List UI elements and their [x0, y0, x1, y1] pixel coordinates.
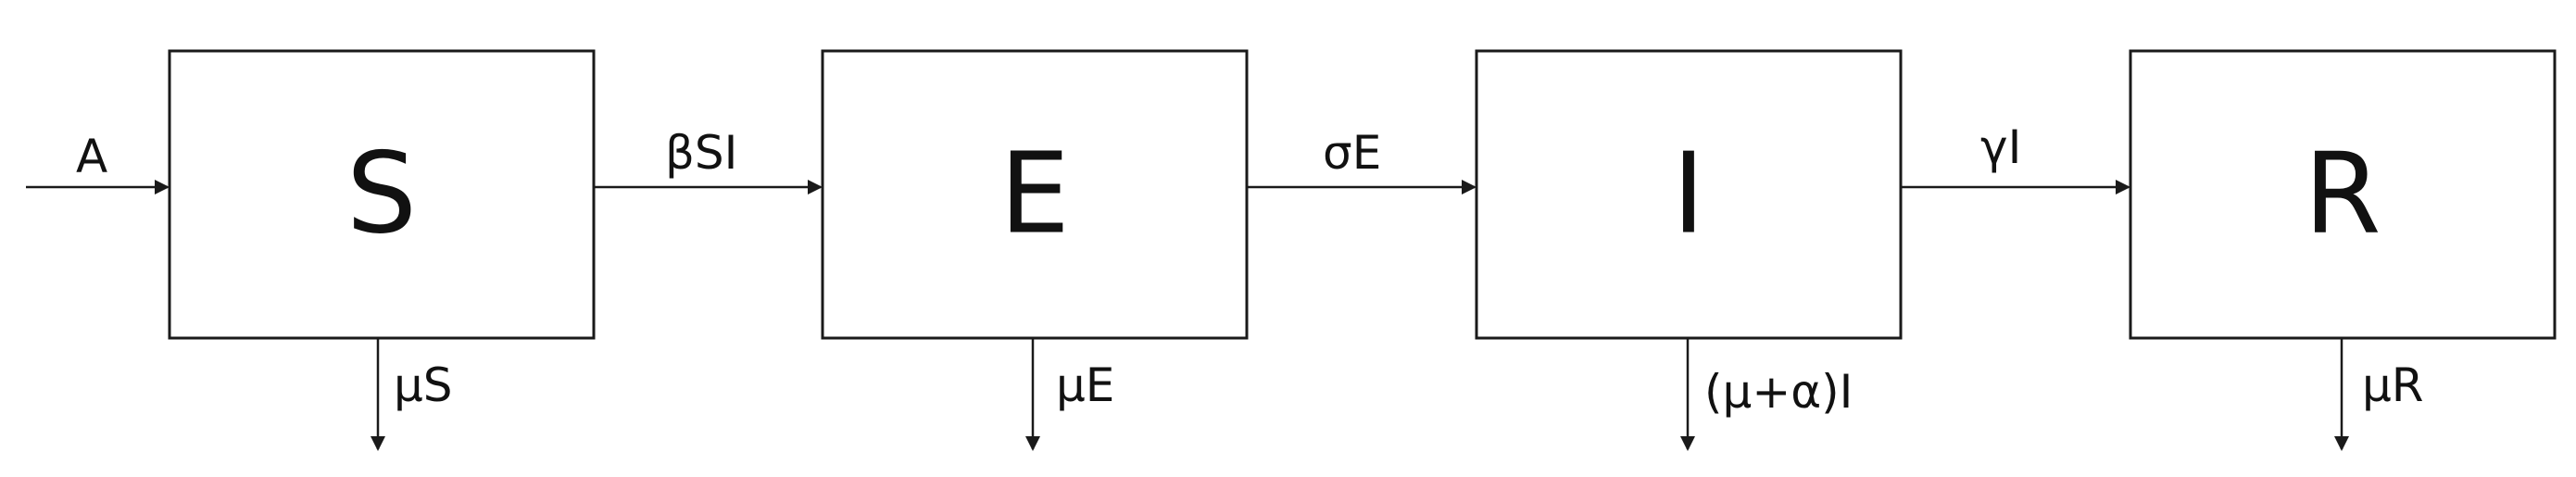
outflow-s-arrowhead: [371, 436, 385, 451]
recovery-label: γI: [1980, 120, 2021, 174]
compartment-i-label: I: [1672, 131, 1704, 259]
compartment-s-box: [168, 49, 596, 340]
compartment-r: R: [2129, 49, 2557, 340]
recovery-arrowhead: [2116, 180, 2130, 195]
compartment-s: S: [168, 49, 596, 340]
compartment-r-box: [2129, 49, 2557, 340]
recruitment-arrowhead: [155, 180, 170, 195]
compartment-e-box: [821, 49, 1249, 340]
compartment-e: E: [821, 49, 1249, 340]
recruitment-label: A: [76, 130, 107, 183]
compartment-e-label: E: [999, 131, 1070, 259]
compartment-i-box: [1475, 49, 1903, 340]
outflow-r-label: μR: [2362, 358, 2424, 412]
progression-label: σE: [1323, 126, 1381, 180]
outflow-s-label: μS: [394, 358, 453, 412]
compartment-s-label: S: [346, 131, 417, 259]
outflow-i-arrowhead: [1680, 436, 1695, 451]
outflow-i-label: (μ+α)I: [1704, 365, 1853, 419]
outflow-r-arrowhead: [2334, 436, 2349, 451]
compartment-r-label: R: [2304, 131, 2381, 259]
outflow-e-arrowhead: [1025, 436, 1040, 451]
infection-arrowhead: [808, 180, 823, 195]
compartment-i: I: [1475, 49, 1903, 340]
outflow-e-label: μE: [1056, 358, 1114, 412]
progression-arrowhead: [1462, 180, 1476, 195]
infection-label: βSI: [665, 126, 737, 180]
